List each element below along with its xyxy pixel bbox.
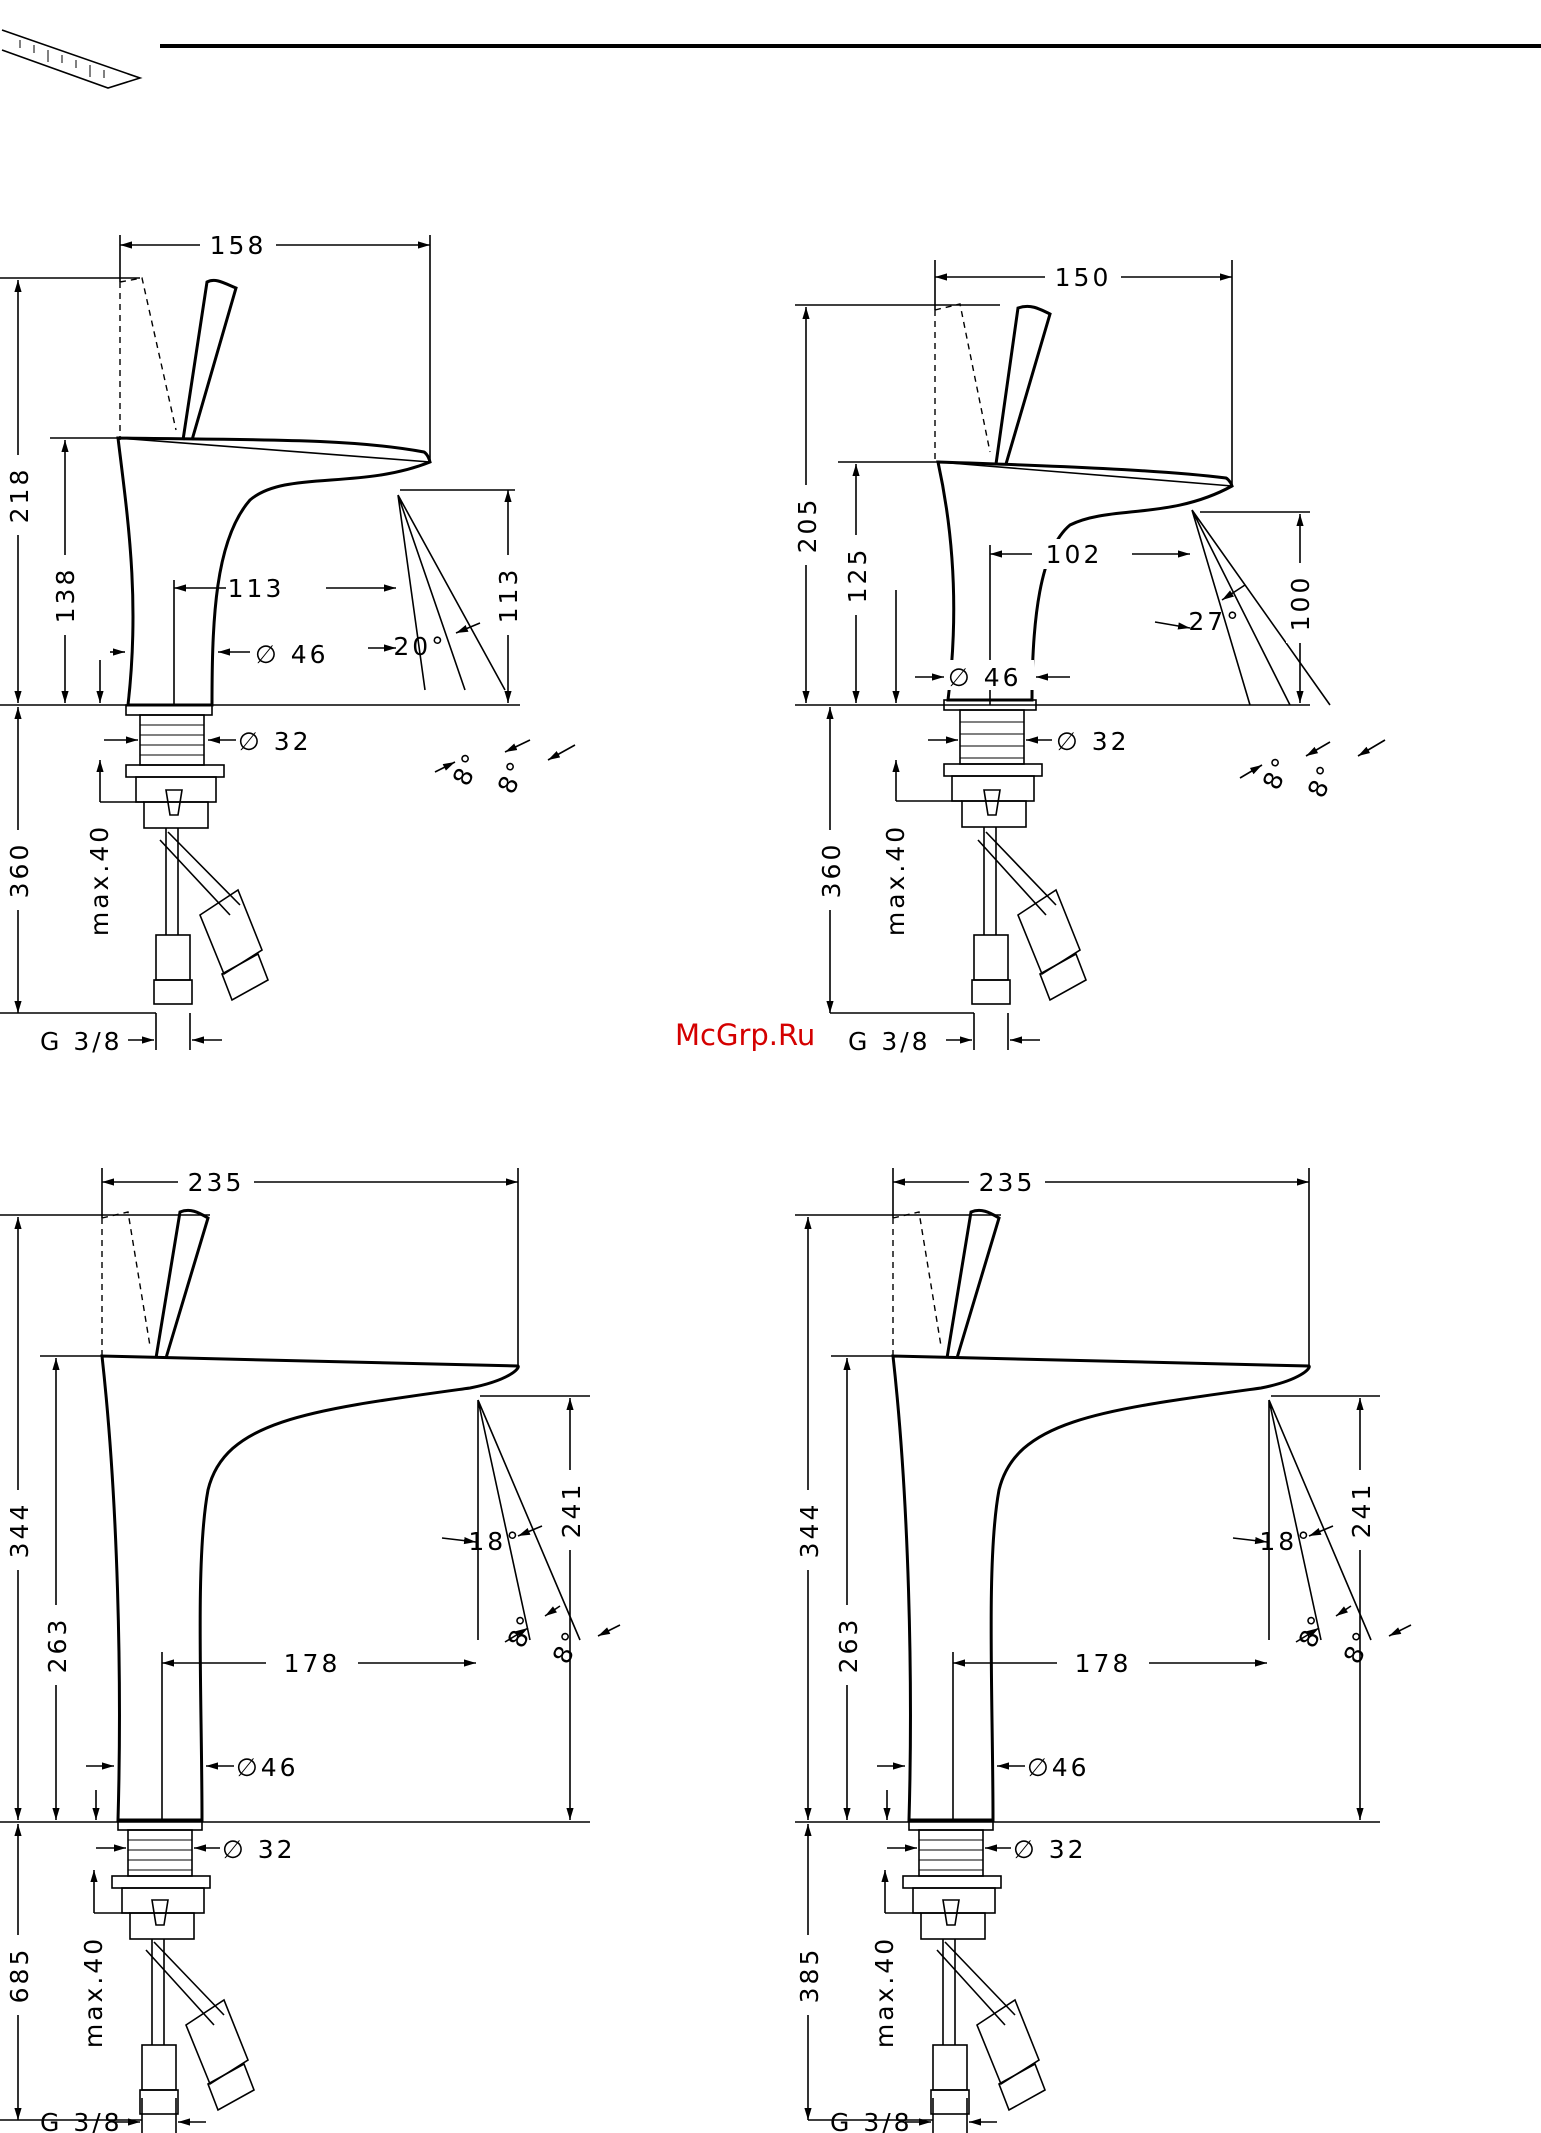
dim-max-3: max.40 xyxy=(79,1936,108,2048)
dim-height-body-4: 263 xyxy=(834,1617,863,1674)
dim-connection-3: G 3/8 xyxy=(40,2108,123,2133)
dim-diameter-body-4: ∅46 xyxy=(1027,1753,1090,1782)
dim-diameter-thread-4: ∅ 32 xyxy=(1013,1835,1087,1864)
dim-angle-a-1: 8° xyxy=(447,747,488,790)
dim-spout-height-1: 113 xyxy=(494,567,523,624)
dim-spray-angle-1: 20° xyxy=(393,632,446,661)
dim-connection-4: G 3/8 xyxy=(830,2108,913,2133)
dim-below-height-3: 685 xyxy=(5,1947,34,2004)
dim-angle-a-3: 8° xyxy=(502,1609,543,1652)
dim-reach-3: 178 xyxy=(284,1649,341,1678)
dim-below-height-1: 360 xyxy=(5,842,34,899)
dim-height-total-3: 344 xyxy=(5,1502,34,1559)
faucet-drawing-1: 158 218 138 113 113 20° ∅ 46 ∅ 32 8° 8° … xyxy=(0,230,575,1056)
dim-height-body-1: 138 xyxy=(51,567,80,624)
dim-angle-b-1: 8° xyxy=(492,755,533,798)
dim-width-1: 158 xyxy=(210,231,267,260)
dim-max-1: max.40 xyxy=(85,824,114,936)
dim-diameter-thread-3: ∅ 32 xyxy=(222,1835,296,1864)
dim-angle-a-4: 8° xyxy=(1293,1609,1334,1652)
dim-height-total-1: 218 xyxy=(5,467,34,524)
dim-spout-height-3: 241 xyxy=(557,1482,586,1539)
dim-spray-angle-4: 18° xyxy=(1259,1527,1312,1556)
dim-width-4: 235 xyxy=(979,1168,1036,1197)
dim-spout-height-4: 241 xyxy=(1347,1482,1376,1539)
dim-height-body-2: 125 xyxy=(843,547,872,604)
faucet-drawing-2: 150 205 125 102 100 27° ∅ 46 ∅ 32 8° 8° … xyxy=(792,260,1385,1056)
watermark: McGrp.Ru xyxy=(675,1018,815,1052)
dim-reach-4: 178 xyxy=(1075,1649,1132,1678)
dim-diameter-thread-1: ∅ 32 xyxy=(238,727,312,756)
dim-max-4: max.40 xyxy=(870,1936,899,2048)
dim-height-total-2: 205 xyxy=(793,497,822,554)
dim-below-height-4: 385 xyxy=(795,1947,824,2004)
dim-spray-angle-3: 18° xyxy=(468,1527,521,1556)
dim-angle-b-3: 8° xyxy=(547,1625,588,1668)
faucet-drawing-4: 235 344 263 178 241 18° ∅46 ∅ 32 8° 8° 3… xyxy=(794,1167,1411,2133)
faucet-drawing-3: 235 344 263 178 241 18° ∅46 ∅ 32 8° 8° 6… xyxy=(0,1167,620,2133)
dim-angle-b-2: 8° xyxy=(1302,759,1343,802)
dim-angle-b-4: 8° xyxy=(1338,1625,1379,1668)
dim-diameter-body-1: ∅ 46 xyxy=(255,640,329,669)
dim-height-total-4: 344 xyxy=(795,1502,824,1559)
dim-diameter-body-2: ∅ 46 xyxy=(948,663,1022,692)
dim-reach-2: 102 xyxy=(1046,540,1103,569)
dim-angle-a-2: 8° xyxy=(1257,751,1298,794)
dim-spray-angle-2: 27° xyxy=(1188,607,1241,636)
dim-diameter-body-3: ∅46 xyxy=(236,1753,299,1782)
dim-diameter-thread-2: ∅ 32 xyxy=(1056,727,1130,756)
dim-below-height-2: 360 xyxy=(817,842,846,899)
dim-max-2: max.40 xyxy=(881,824,910,936)
dim-reach-1: 113 xyxy=(228,574,285,603)
dim-connection-2: G 3/8 xyxy=(848,1027,931,1056)
dim-width-3: 235 xyxy=(188,1168,245,1197)
dim-spout-height-2: 100 xyxy=(1286,575,1315,632)
dim-height-body-3: 263 xyxy=(43,1617,72,1674)
dim-width-2: 150 xyxy=(1055,263,1112,292)
ruler-icon xyxy=(2,30,140,88)
dim-connection-1: G 3/8 xyxy=(40,1027,123,1056)
